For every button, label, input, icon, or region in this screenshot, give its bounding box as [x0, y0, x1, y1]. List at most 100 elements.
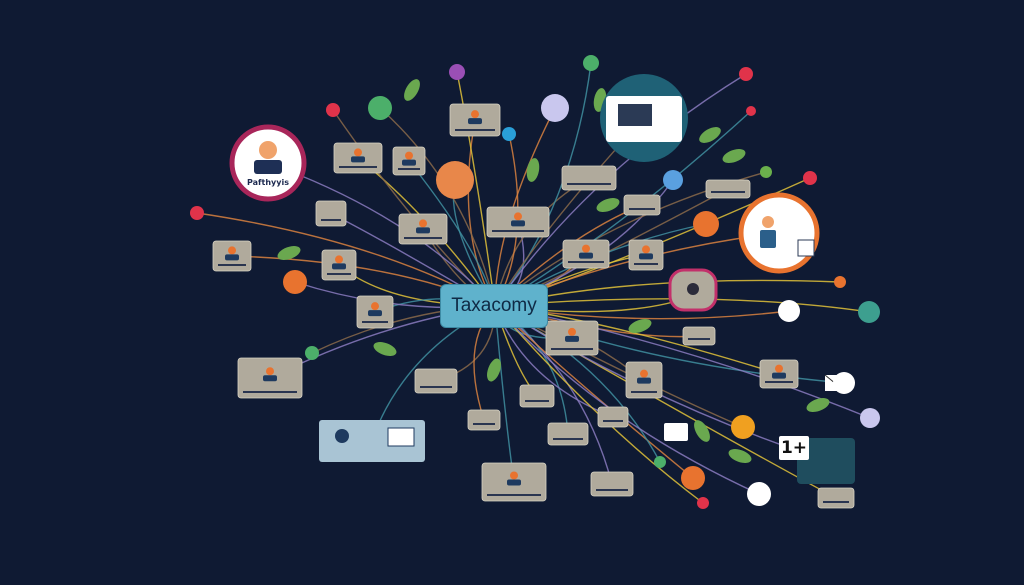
person-icon	[402, 159, 416, 166]
person-icon	[405, 151, 413, 160]
icon-circle-node[interactable]	[746, 106, 756, 116]
icon-circle-node[interactable]	[693, 211, 719, 237]
icon-circle-node[interactable]	[654, 456, 666, 468]
topic-node-card[interactable]	[467, 409, 501, 431]
node-text-line	[404, 237, 442, 239]
icon-circle-node[interactable]	[833, 372, 855, 394]
topic-node-card[interactable]	[547, 422, 589, 446]
person-icon	[642, 245, 650, 254]
node-text-line	[551, 348, 593, 350]
icon-circle-node[interactable]	[190, 206, 204, 220]
node-text-line	[634, 263, 658, 265]
team-node[interactable]	[738, 192, 820, 274]
person-icon	[510, 471, 518, 480]
connector-line	[456, 71, 496, 307]
person-icon	[687, 283, 699, 295]
person-icon	[368, 310, 382, 317]
topic-node-card[interactable]	[414, 368, 458, 394]
node-text-line	[321, 219, 341, 221]
icon-circle-node[interactable]	[502, 127, 516, 141]
central-node-taxonomy[interactable]: Taxacomy	[441, 285, 547, 327]
topic-node-card[interactable]	[597, 406, 629, 428]
person-icon	[582, 244, 590, 253]
icon-circle-node[interactable]	[305, 346, 319, 360]
node-text-line	[823, 501, 849, 503]
person-icon	[419, 219, 427, 228]
leaf-icon	[694, 420, 710, 442]
topic-node-card[interactable]	[623, 194, 661, 216]
icon-circle-node[interactable]	[778, 300, 800, 322]
leaf-icon	[404, 79, 420, 101]
person-icon	[266, 367, 274, 376]
icon-circle-node[interactable]	[731, 415, 755, 439]
node-text-line	[487, 494, 541, 496]
node-text-line	[568, 261, 604, 263]
person-icon	[335, 255, 343, 264]
person-icon	[468, 118, 482, 125]
node-text-line	[688, 338, 710, 340]
icon-circle-node[interactable]	[681, 466, 705, 490]
person-icon	[507, 479, 521, 486]
topic-node-card[interactable]	[682, 326, 716, 346]
topic-node-card[interactable]	[590, 471, 634, 497]
profile-node-label: Pafthyyis	[247, 178, 289, 187]
icon-circle-node[interactable]	[858, 301, 880, 323]
node-text-line	[596, 489, 628, 491]
person-icon	[332, 263, 346, 270]
person-icon	[225, 254, 239, 261]
person-icon	[640, 369, 648, 378]
node-text-line	[455, 129, 495, 131]
person-icon	[637, 377, 651, 384]
topic-node-card[interactable]	[705, 179, 751, 199]
icon-circle-node[interactable]	[326, 103, 340, 117]
icon-circle-node[interactable]	[583, 55, 599, 71]
leaf-icon	[722, 149, 746, 163]
icon-circle-node[interactable]	[760, 166, 772, 178]
gear-icon	[335, 429, 349, 443]
person-icon	[568, 327, 576, 336]
leaf-icon	[373, 342, 397, 356]
icon-circle-node[interactable]	[449, 64, 465, 80]
icon-circle-node[interactable]	[368, 96, 392, 120]
node-text-line	[420, 386, 452, 388]
leaf-icon	[277, 246, 301, 260]
topic-node-card[interactable]	[817, 487, 855, 509]
monitor-screen	[618, 104, 652, 126]
person-icon	[762, 216, 774, 228]
person-icon	[511, 220, 525, 227]
icon-circle-node[interactable]	[803, 171, 817, 185]
icon-circle-node[interactable]	[436, 161, 474, 199]
topic-node-card[interactable]	[519, 384, 555, 408]
icon-circle-node[interactable]	[834, 276, 846, 288]
leaf-icon	[526, 158, 540, 182]
node-text-line	[525, 400, 549, 402]
icon-circle-node[interactable]	[747, 482, 771, 506]
person-icon	[760, 230, 776, 248]
node-text-line	[398, 168, 420, 170]
info-panel	[797, 438, 855, 484]
person-icon	[579, 252, 593, 259]
signature-icon	[664, 423, 688, 441]
person-icon	[772, 372, 786, 379]
node-text-line	[567, 183, 611, 185]
leaf-icon	[728, 449, 752, 463]
icon-circle-node[interactable]	[541, 94, 569, 122]
node-text-line	[473, 423, 495, 425]
person-icon	[354, 148, 362, 157]
node-text-line	[553, 438, 583, 440]
node-text-line	[243, 391, 297, 393]
icon-circle-node[interactable]	[663, 170, 683, 190]
chart-icon	[797, 239, 815, 257]
icon-circle-node[interactable]	[860, 408, 880, 428]
icon-circle-node[interactable]	[697, 497, 709, 509]
icon-circle-node[interactable]	[739, 67, 753, 81]
node-text-line	[362, 321, 388, 323]
icon-circle-node[interactable]	[283, 270, 307, 294]
topic-node-card[interactable]	[315, 200, 347, 227]
topic-node-card[interactable]	[561, 165, 617, 191]
person-icon	[371, 302, 379, 311]
node-text-line	[218, 264, 246, 266]
person-icon	[639, 253, 653, 260]
node-text-line	[765, 381, 793, 383]
